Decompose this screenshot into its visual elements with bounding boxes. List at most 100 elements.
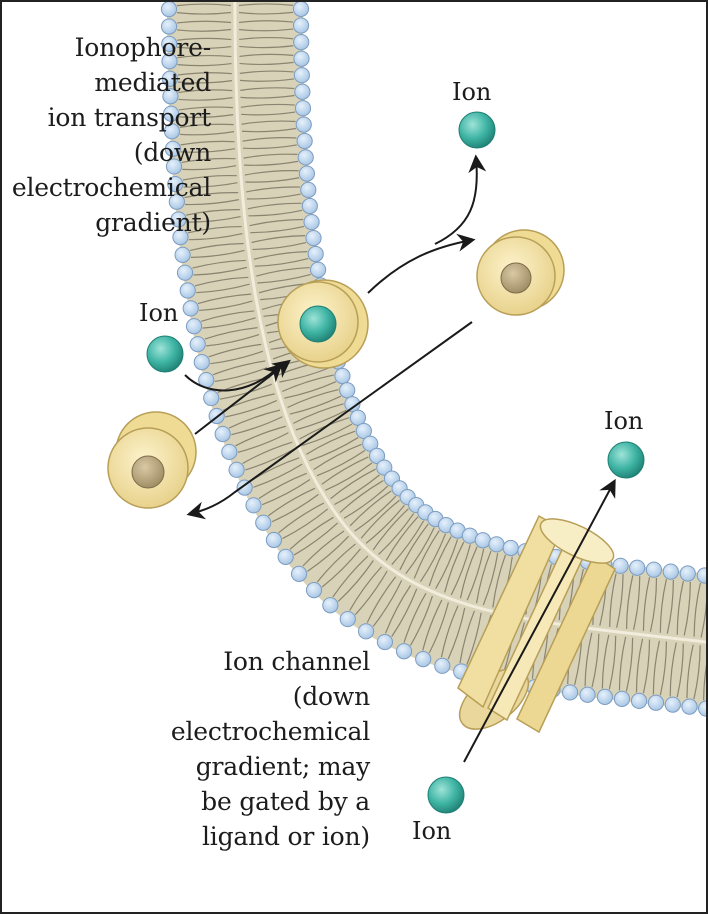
lipid-tail [642, 577, 651, 631]
lipid-tail [239, 78, 295, 82]
lipid-head [307, 245, 324, 263]
lipid-tail [177, 45, 232, 50]
lipid-head [297, 149, 314, 166]
lipid-head [645, 561, 663, 578]
lipid-tail [649, 578, 658, 632]
lipid-head [176, 264, 194, 281]
lipid-head [305, 229, 322, 247]
lipid-tail [703, 664, 706, 701]
lipid-head [301, 197, 318, 215]
lipid-tail [196, 283, 250, 294]
lipid-head [214, 425, 231, 443]
lipid-head [292, 2, 310, 17]
lipid-tail [182, 165, 237, 171]
lipid-tail [419, 533, 447, 582]
lipid-tail [635, 638, 644, 693]
ionophore-label-line: mediated [94, 68, 211, 97]
lipid-tail [177, 54, 232, 59]
arrow-ionophore-returns [186, 321, 473, 520]
lipid-head [303, 213, 320, 231]
lipid-tail [372, 508, 409, 551]
ion-channel-label: Ion channel (down electrochemical gradie… [171, 644, 370, 854]
bilayer-midline [233, 2, 706, 644]
lipid-tail [325, 462, 373, 491]
lipid-head [612, 557, 629, 574]
lipid-tail [239, 53, 294, 58]
lipid-tail [293, 403, 344, 424]
lipid-tail [365, 504, 405, 544]
lipid-tail [199, 300, 253, 312]
lipid-tail [492, 554, 507, 608]
lipid-tail [228, 409, 281, 429]
lipid-tail [321, 548, 361, 588]
lipid-head [182, 300, 199, 317]
ionophore-label-line: (down [133, 138, 212, 167]
lipid-tail [447, 607, 466, 660]
ionophore-label-line: gradient) [95, 208, 211, 237]
lipid-head [309, 261, 327, 278]
lipid-head [296, 132, 313, 150]
lipid-tail [316, 543, 356, 583]
lipid-head [434, 657, 451, 674]
lipid-head [293, 34, 310, 51]
lipid-head [322, 597, 339, 614]
lipid-tail [238, 3, 294, 7]
lipid-head [596, 688, 613, 705]
lipid-tail [240, 103, 295, 108]
arrow-ionophore-out [367, 233, 476, 294]
lipid-head [165, 158, 183, 175]
lipid-tail [466, 548, 485, 601]
lipid-head [300, 181, 317, 198]
lipid-tail [231, 416, 283, 436]
ion-channel [457, 514, 616, 734]
lipid-tail [214, 367, 268, 383]
lipid-head [161, 53, 178, 70]
lipid-tail [343, 485, 388, 519]
lipid-head [236, 479, 253, 496]
lipid-tail [618, 636, 627, 691]
lipid-head [376, 459, 393, 476]
lipid-tail [584, 632, 593, 687]
lipid-tail [178, 97, 233, 101]
lipid-tail [242, 144, 297, 150]
lipid-tail [450, 544, 471, 596]
lipid-tail [313, 443, 362, 471]
lipid-head [488, 536, 505, 553]
lipid-tail [686, 644, 694, 699]
ionophore-label-line: Ionophore- [74, 33, 212, 62]
lipid-tail [253, 251, 308, 260]
lipid-tail [616, 574, 624, 628]
lipid-head [395, 643, 413, 660]
lipid-tail [197, 293, 252, 305]
lipid-tail [459, 610, 475, 663]
lipid-tail [482, 552, 499, 606]
lipid-tail [239, 61, 294, 66]
lipid-tail [182, 174, 237, 181]
lipid-tail [241, 127, 297, 133]
lipid-tail [249, 218, 304, 227]
lipid-tail [378, 513, 415, 555]
lipid-tail [257, 273, 311, 284]
lipid-tail [240, 87, 295, 91]
lipid-tail [293, 522, 339, 556]
lipid-tail [239, 28, 294, 32]
lipid-head [362, 435, 379, 452]
channel-label-line: Ion channel [223, 647, 370, 676]
lipid-tail [242, 137, 297, 142]
lipid-head [172, 229, 189, 246]
lipid-tail [354, 495, 397, 532]
lipid-tail [339, 480, 384, 513]
lipid-tail [176, 3, 232, 7]
lipid-head [630, 692, 648, 709]
lipid-tail [208, 343, 262, 358]
lipid-head [161, 70, 179, 87]
lipid-tail [384, 585, 412, 634]
lipid-tail [179, 114, 234, 119]
ion-bottom-label: Ion [412, 817, 452, 845]
lipid-head [293, 50, 310, 67]
lipid-head [357, 623, 375, 640]
lipid-tail [189, 242, 244, 251]
lipid-tail [366, 576, 397, 623]
lipid-tail [475, 550, 492, 604]
lipid-tail [332, 555, 369, 598]
